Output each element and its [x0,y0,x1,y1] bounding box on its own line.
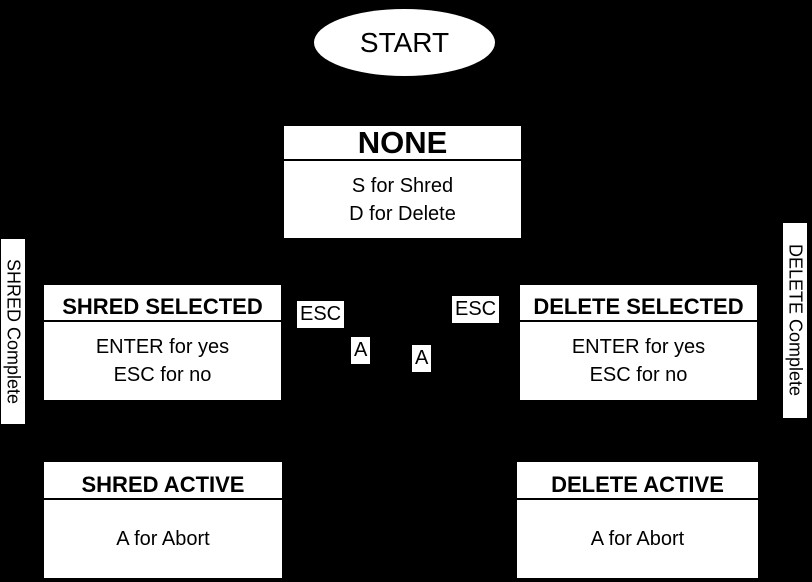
side-label-shred-complete: SHRED Complete [1,239,25,424]
state-body-shred-active: A for Abort [44,500,282,578]
edge-label-a-left: A [351,337,371,364]
edge-label-a-right: A [412,345,432,372]
edge-label-esc-left: ESC [297,301,345,328]
side-label-delete-complete: DELETE Complete [783,223,807,418]
state-title-shred-active: SHRED ACTIVE [44,462,282,500]
state-title-none: NONE [284,126,521,161]
state-node-delete-active: DELETE ACTIVE A for Abort [517,462,758,578]
state-node-delete-selected: DELETE SELECTED ENTER for yes ESC for no [520,285,757,400]
state-node-shred-active: SHRED ACTIVE A for Abort [44,462,282,578]
state-line: ENTER for yes [571,336,706,358]
edge-label-esc-right: ESC [452,296,500,323]
state-line: ESC for no [113,364,212,386]
state-line: A for Abort [116,528,210,550]
state-body-none: S for Shred D for Delete [284,161,521,238]
state-line: ENTER for yes [95,336,230,358]
state-title-shred-selected: SHRED SELECTED [44,285,281,322]
state-line: S for Shred [351,174,454,197]
state-title-delete-active: DELETE ACTIVE [517,462,758,500]
state-line: ESC for no [589,364,688,386]
start-node: START [314,9,495,76]
start-label: START [359,26,450,58]
state-line: D for Delete [349,202,456,225]
state-body-shred-selected: ENTER for yes ESC for no [44,322,281,400]
state-node-shred-selected: SHRED SELECTED ENTER for yes ESC for no [44,285,281,400]
state-body-delete-selected: ENTER for yes ESC for no [520,322,757,400]
state-node-none: NONE S for Shred D for Delete [284,126,521,238]
state-line: A for Abort [590,528,685,550]
state-title-delete-selected: DELETE SELECTED [520,285,757,322]
state-body-delete-active: A for Abort [517,500,758,578]
